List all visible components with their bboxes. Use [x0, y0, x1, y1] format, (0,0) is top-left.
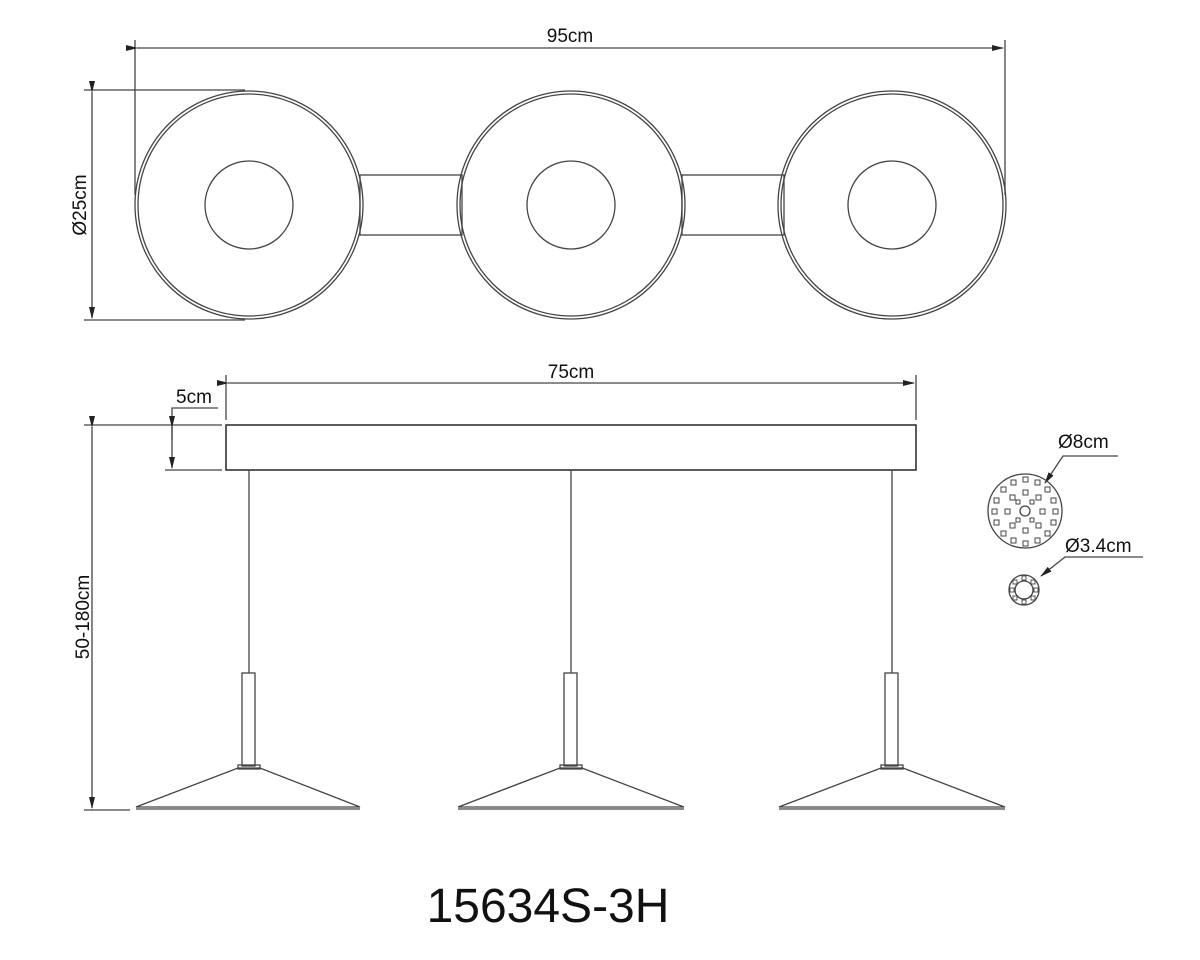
shade-top-2 [456, 90, 686, 320]
canopy [225, 424, 917, 471]
model-number: 15634S-3H [427, 880, 670, 933]
connector-bar [359, 174, 463, 236]
pendant-3 [778, 470, 1006, 810]
small-module-label: Ø3.4cm [1065, 536, 1132, 557]
shade-diameter-label: Ø25cm [70, 174, 91, 235]
large-module-label: Ø8cm [1058, 432, 1109, 453]
canopy-length-dimension: 75cm [217, 362, 917, 420]
led-details: Ø8cm [987, 432, 1143, 606]
shade-diameter-dimension: Ø25cm [70, 81, 245, 321]
drop-height-label: 50-180cm [73, 575, 94, 660]
top-view: 95cm Ø25cm [70, 26, 1007, 321]
canopy-height-dimension: 5cm [84, 387, 222, 471]
shade-top-3 [777, 90, 1007, 320]
connector-bar [681, 174, 785, 236]
canopy-length-label: 75cm [548, 362, 594, 383]
shade-top-1 [134, 90, 364, 320]
led-module-large: Ø8cm [987, 432, 1118, 549]
overall-width-dimension: 95cm [126, 26, 1006, 195]
side-view: 75cm 5cm 50-180cm [73, 362, 1006, 811]
canopy-height-label: 5cm [176, 387, 212, 408]
drop-height-dimension: 50-180cm [73, 416, 130, 811]
pendant-1 [135, 470, 361, 810]
pendant-2 [457, 470, 685, 810]
overall-width-label: 95cm [547, 26, 593, 47]
led-module-small: Ø3.4cm [1008, 536, 1143, 606]
